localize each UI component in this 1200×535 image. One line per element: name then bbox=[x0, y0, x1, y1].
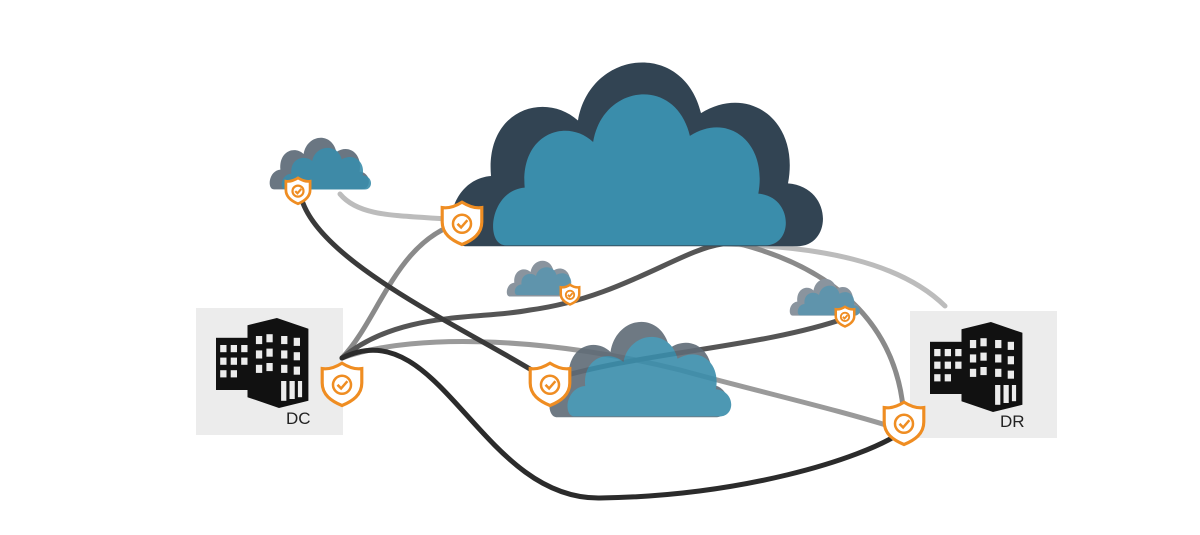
shield-check-icon bbox=[440, 200, 484, 247]
shield-check-icon bbox=[528, 361, 572, 408]
shield-check-icon bbox=[882, 400, 926, 447]
dr-label: DR bbox=[1000, 412, 1025, 431]
center-cloud-icon bbox=[549, 321, 732, 418]
shield-check-icon bbox=[284, 176, 312, 206]
dc-label: DC bbox=[286, 409, 311, 428]
link-small-cloud-to-center bbox=[297, 189, 551, 383]
shield-check-icon bbox=[320, 361, 364, 408]
main-cloud-icon bbox=[450, 62, 823, 247]
link-dc-to-main-shield bbox=[339, 219, 465, 361]
shield-check-icon bbox=[834, 305, 856, 328]
shield-check-icon bbox=[559, 283, 581, 306]
link-dc-to-dr-bottom bbox=[339, 347, 905, 501]
link-dc-to-mid-cloud bbox=[339, 241, 725, 361]
